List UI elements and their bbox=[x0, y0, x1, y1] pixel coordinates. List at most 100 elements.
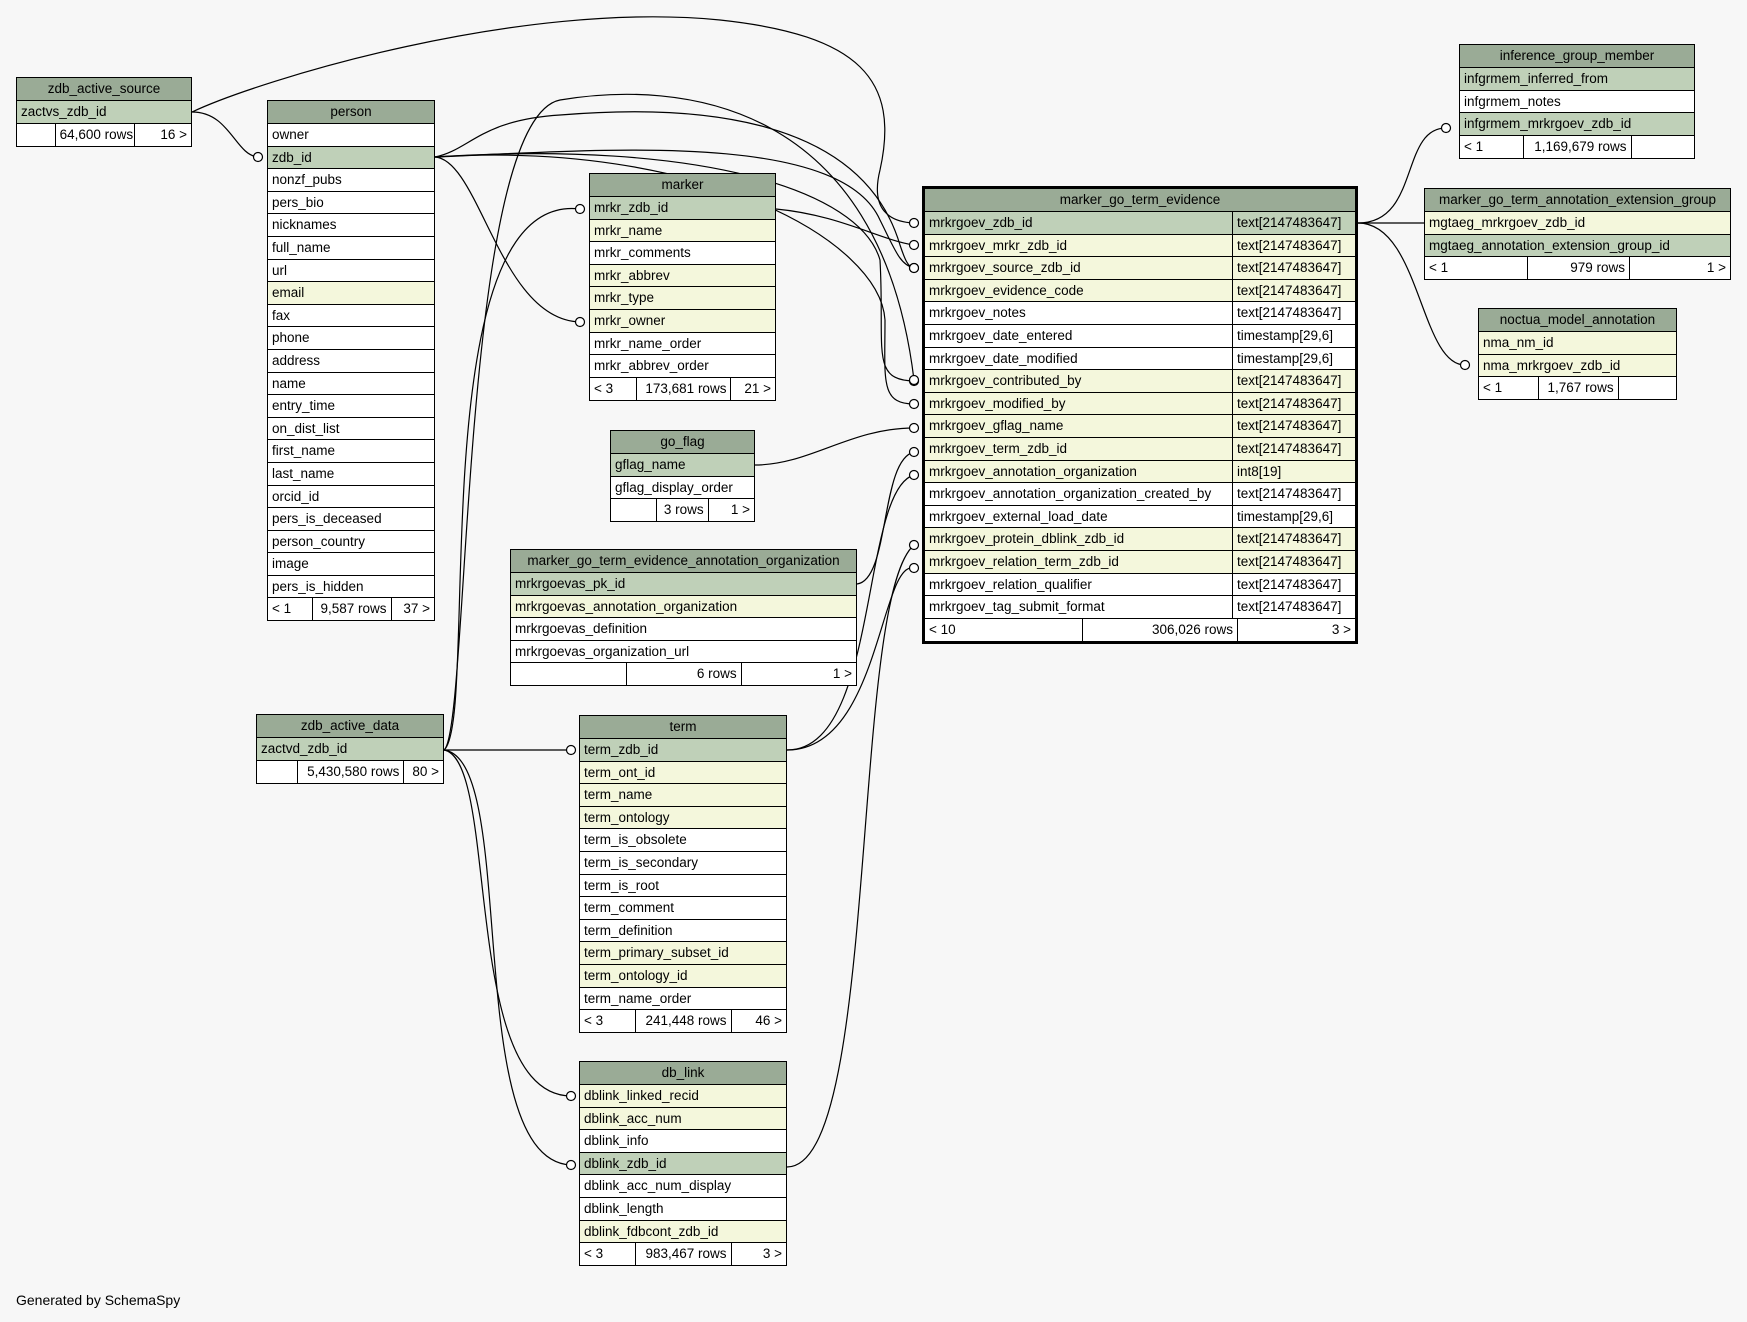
column-row[interactable]: full_name bbox=[268, 236, 434, 260]
column-row[interactable]: orcid_id bbox=[268, 485, 434, 509]
column-row[interactable]: zdb_id bbox=[268, 146, 434, 170]
column-row[interactable]: dblink_fdbcont_zdb_id bbox=[580, 1220, 786, 1244]
column-row[interactable]: image bbox=[268, 553, 434, 576]
column-row[interactable]: term_comment bbox=[580, 897, 786, 920]
column-row[interactable]: mrkrgoevas_annotation_organization bbox=[511, 595, 856, 619]
column-row[interactable]: entry_time bbox=[268, 395, 434, 418]
table-header[interactable]: marker bbox=[590, 174, 775, 197]
column-row[interactable]: mrkrgoevas_definition bbox=[511, 618, 856, 641]
column-row[interactable]: infgrmem_mrkrgoev_zdb_id bbox=[1460, 113, 1694, 136]
column-row[interactable]: mrkr_type bbox=[590, 287, 775, 310]
column-row[interactable]: mrkr_owner bbox=[590, 309, 775, 333]
column-row[interactable]: term_definition bbox=[580, 919, 786, 943]
column-row[interactable]: term_is_secondary bbox=[580, 851, 786, 875]
table-header[interactable]: marker_go_term_annotation_extension_grou… bbox=[1425, 189, 1730, 212]
column-row[interactable]: term_is_obsolete bbox=[580, 829, 786, 852]
column-row[interactable]: infgrmem_inferred_from bbox=[1460, 68, 1694, 91]
column-row[interactable]: mrkr_name_order bbox=[590, 332, 775, 356]
column-row[interactable]: fax bbox=[268, 304, 434, 328]
column-row[interactable]: mrkr_zdb_id bbox=[590, 197, 775, 220]
column-row[interactable]: dblink_acc_num bbox=[580, 1107, 786, 1131]
column-row[interactable]: person_country bbox=[268, 530, 434, 554]
column-row[interactable]: nonzf_pubs bbox=[268, 169, 434, 192]
column-row[interactable]: pers_bio bbox=[268, 191, 434, 215]
table-header[interactable]: zdb_active_data bbox=[257, 715, 443, 738]
column-row[interactable]: term_is_root bbox=[580, 874, 786, 898]
column-row[interactable]: nma_nm_id bbox=[1479, 332, 1676, 355]
table-header[interactable]: term bbox=[580, 716, 786, 739]
column-row[interactable]: infgrmem_notes bbox=[1460, 90, 1694, 114]
column-row[interactable]: gflag_display_order bbox=[611, 476, 754, 500]
column-row[interactable]: mrkrgoevas_organization_url bbox=[511, 640, 856, 664]
column-row[interactable]: term_zdb_id bbox=[580, 739, 786, 762]
column-row[interactable]: term_primary_subset_id bbox=[580, 942, 786, 965]
column-row[interactable]: mgtaeg_mrkrgoev_zdb_id bbox=[1425, 212, 1730, 235]
column-row[interactable]: term_name_order bbox=[580, 987, 786, 1011]
column-row[interactable]: mrkrgoevas_pk_id bbox=[511, 573, 856, 596]
column-row[interactable]: term_name bbox=[580, 784, 786, 807]
column-row[interactable]: nma_mrkrgoev_zdb_id bbox=[1479, 354, 1676, 378]
column-row[interactable]: term_ontology bbox=[580, 806, 786, 830]
column-row[interactable]: name bbox=[268, 372, 434, 396]
column-row[interactable]: address bbox=[268, 349, 434, 373]
table-header[interactable]: noctua_model_annotation bbox=[1479, 309, 1676, 332]
column-row[interactable]: mrkrgoev_annotation_organization_created… bbox=[925, 483, 1355, 506]
table-header[interactable]: marker_go_term_evidence bbox=[925, 189, 1355, 212]
table-header[interactable]: person bbox=[268, 101, 434, 124]
column-row[interactable]: owner bbox=[268, 124, 434, 147]
column-row[interactable]: term_ontology_id bbox=[580, 964, 786, 988]
table-header[interactable]: marker_go_term_evidence_annotation_organ… bbox=[511, 550, 856, 573]
column-row[interactable]: mrkr_abbrev bbox=[590, 264, 775, 288]
column-row[interactable]: mrkr_comments bbox=[590, 242, 775, 265]
column-row[interactable]: dblink_zdb_id bbox=[580, 1152, 786, 1176]
column-row[interactable]: mgtaeg_annotation_extension_group_id bbox=[1425, 234, 1730, 258]
column-row[interactable]: first_name bbox=[268, 440, 434, 463]
column-row[interactable]: mrkr_abbrev_order bbox=[590, 355, 775, 378]
column-row[interactable]: pers_is_deceased bbox=[268, 508, 434, 531]
column-row[interactable]: term_ont_id bbox=[580, 761, 786, 785]
column-row[interactable]: nicknames bbox=[268, 214, 434, 237]
table-header[interactable]: db_link bbox=[580, 1062, 786, 1085]
table-header[interactable]: inference_group_member bbox=[1460, 45, 1694, 68]
column-row[interactable]: dblink_acc_num_display bbox=[580, 1175, 786, 1198]
column-row[interactable]: zactvd_zdb_id bbox=[257, 738, 443, 761]
column-row[interactable]: phone bbox=[268, 327, 434, 350]
table-marker-go-term-annotation-extension-group[interactable]: marker_go_term_annotation_extension_grou… bbox=[1424, 188, 1731, 281]
column-row[interactable]: pers_is_hidden bbox=[268, 575, 434, 599]
column-row[interactable]: last_name bbox=[268, 462, 434, 486]
column-row[interactable]: on_dist_list bbox=[268, 417, 434, 441]
column-row[interactable]: dblink_linked_recid bbox=[580, 1085, 786, 1108]
column-row[interactable]: email bbox=[268, 282, 434, 305]
column-row[interactable]: dblink_info bbox=[580, 1130, 786, 1153]
column-row[interactable]: gflag_name bbox=[611, 454, 754, 477]
column-row[interactable]: mrkr_name bbox=[590, 219, 775, 243]
column-row[interactable]: dblink_length bbox=[580, 1197, 786, 1221]
table-marker-go-term-evidence-annotation-organization[interactable]: marker_go_term_evidence_annotation_organ… bbox=[510, 549, 857, 687]
table-header[interactable]: go_flag bbox=[611, 431, 754, 454]
